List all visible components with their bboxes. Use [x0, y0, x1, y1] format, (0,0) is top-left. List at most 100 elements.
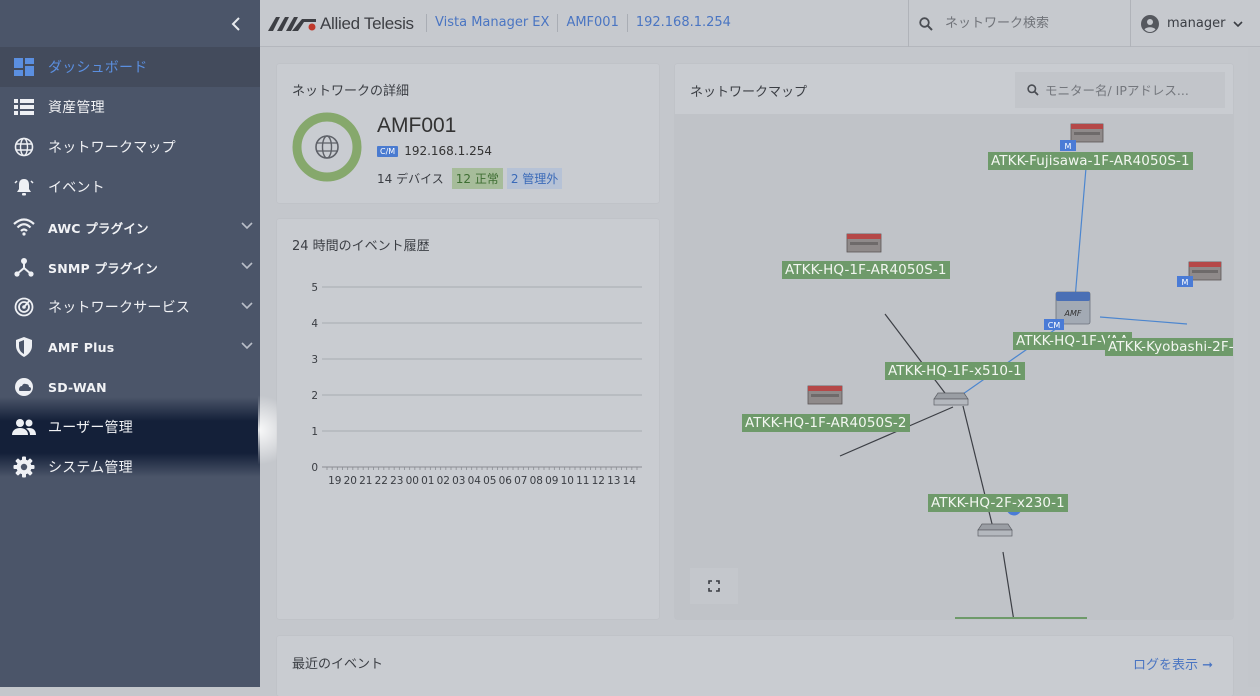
map-node-hq-vaa[interactable]: ATKK-HQ-1F-VAA	[1013, 332, 1132, 350]
sidebar-item-label: SD-WAN	[48, 379, 107, 395]
sidebar-item-dashboard[interactable]: ダッシュボード	[0, 47, 260, 87]
x-tick-label: 02	[437, 475, 450, 487]
sidebar-item-awc-plugin[interactable]: AWC プラグイン	[0, 207, 260, 247]
monitor-search	[1015, 72, 1225, 108]
sidebar-item-label: SNMP プラグイン	[48, 260, 158, 276]
router-icon	[1188, 261, 1222, 281]
radar-icon	[12, 295, 36, 319]
breadcrumb-amf[interactable]: AMF001	[557, 14, 626, 32]
y-tick-label: 0	[311, 462, 318, 474]
collapse-sidebar-button[interactable]	[226, 16, 246, 40]
x-tick-label: 03	[452, 475, 465, 487]
brand-logo[interactable]: Allied Telesis	[268, 11, 414, 37]
x-tick-label: 00	[406, 475, 419, 487]
map-node-hq-ar4050s-1[interactable]: ATKK-HQ-1F-AR4050S-1	[782, 261, 950, 279]
x-tick-label: 06	[499, 475, 513, 487]
x-tick-label: 13	[607, 475, 620, 487]
cloud-icon	[12, 375, 36, 399]
x-tick-label: 14	[623, 475, 637, 487]
breadcrumb-vista-manager[interactable]: Vista Manager EX	[426, 14, 557, 32]
x-tick-label: 04	[468, 475, 482, 487]
sidebar-item-user-management[interactable]: ユーザー管理	[0, 407, 260, 447]
x-tick-label: 01	[421, 475, 434, 487]
list-icon	[12, 95, 36, 119]
network-detail-card: ネットワークの詳細 AMF001 C/M 192.168.1.254 14 デバ…	[277, 64, 659, 203]
fullscreen-button[interactable]	[690, 568, 738, 604]
map-node-fujisawa[interactable]: ATKK-Fujisawa-1F-AR4050S-1	[988, 152, 1193, 170]
x-tick-label: 20	[344, 475, 357, 487]
gear-icon	[12, 455, 36, 479]
monitor-search-input[interactable]	[1045, 82, 1225, 98]
map-node-hq-x230-1[interactable]: ATKK-HQ-2F-x230-1	[928, 494, 1068, 512]
fullscreen-icon	[708, 580, 720, 592]
view-log-link[interactable]: ログを表示 ➞	[1132, 658, 1213, 673]
sidebar: ダッシュボード 資産管理 ネットワークマップ イベント AWC プラグイン SN…	[0, 0, 260, 687]
network-ip-row: C/M 192.168.1.254	[377, 144, 492, 158]
router-icon	[807, 385, 843, 405]
sidebar-item-amf-plus[interactable]: AMF Plus	[0, 327, 260, 367]
device-summary: 14 デバイス 12 正常 2 管理外	[377, 168, 563, 189]
dashboard-icon	[12, 55, 36, 79]
svg-text:M: M	[1182, 278, 1189, 287]
x-tick-label: 22	[375, 475, 388, 487]
m-tag: M	[1177, 276, 1193, 287]
x-tick-label: 11	[576, 475, 589, 487]
sidebar-item-label: イベント	[48, 180, 105, 196]
globe-icon	[315, 135, 339, 159]
map-node-hq-ar4050s-2[interactable]: ATKK-HQ-1F-AR4050S-2	[742, 414, 910, 432]
y-tick-label: 1	[311, 426, 318, 438]
sidebar-item-snmp-plugin[interactable]: SNMP プラグイン	[0, 247, 260, 287]
network-icon	[12, 255, 36, 279]
sidebar-item-assets[interactable]: 資産管理	[0, 87, 260, 127]
sidebar-item-label: システム管理	[48, 460, 133, 476]
vaa-logo-text: AMF	[1064, 309, 1082, 318]
svg-text:CM: CM	[1048, 321, 1061, 330]
sidebar-item-network-map[interactable]: ネットワークマップ	[0, 127, 260, 167]
router-icon	[846, 233, 882, 253]
sidebar-item-events[interactable]: イベント	[0, 167, 260, 207]
breadcrumb-ip[interactable]: 192.168.1.254	[626, 14, 739, 32]
bell-icon	[12, 175, 36, 199]
cm-badge: C/M	[377, 145, 399, 157]
sidebar-item-network-services[interactable]: ネットワークサービス	[0, 287, 260, 327]
map-node-hq-x510-1[interactable]: ATKK-HQ-1F-x510-1	[885, 362, 1025, 380]
allied-telesis-logo-icon	[268, 17, 316, 31]
network-ip: 192.168.1.254	[404, 144, 492, 158]
router-icon	[1070, 123, 1104, 143]
sidebar-item-label: ユーザー管理	[48, 420, 133, 436]
event-history-title: 24 時間のイベント履歴	[292, 239, 430, 254]
sidebar-item-label: AWC プラグイン	[48, 220, 149, 236]
sidebar-item-system-management[interactable]: システム管理	[0, 447, 260, 487]
network-name[interactable]: AMF001	[377, 114, 457, 137]
map-node-kyobashi[interactable]: ATKK-Kyobashi-2F-/	[1105, 338, 1233, 356]
network-status-ring	[292, 112, 362, 182]
y-tick-label: 5	[311, 282, 318, 294]
cm-tag: CM	[1044, 319, 1064, 330]
device-count: 14 デバイス	[377, 172, 444, 186]
network-map-links: AMF 1 M CM	[807, 123, 1222, 619]
sidebar-highlight	[0, 397, 260, 477]
x-tick-label: 08	[530, 475, 543, 487]
users-icon	[12, 415, 36, 439]
map-node-label-partial	[955, 617, 1087, 619]
svg-text:M: M	[1065, 142, 1072, 151]
sidebar-item-label: 資産管理	[48, 100, 105, 116]
x-tick-label: 23	[390, 475, 403, 487]
x-tick-label: 12	[592, 475, 605, 487]
sidebar-item-label: ネットワークマップ	[48, 140, 176, 156]
sidebar-item-sd-wan[interactable]: SD-WAN	[0, 367, 260, 407]
chevron-down-icon	[241, 262, 253, 270]
unmanaged-badge[interactable]: 2 管理外	[506, 168, 563, 189]
network-detail-title: ネットワークの詳細	[292, 84, 410, 99]
y-tick-label: 4	[311, 318, 318, 330]
network-search-input[interactable]	[945, 16, 1115, 31]
chevron-down-icon	[241, 222, 253, 230]
y-tick-label: 3	[311, 354, 318, 366]
normal-badge[interactable]: 12 正常	[451, 168, 503, 189]
page-scrollbar[interactable]	[1248, 48, 1260, 687]
top-bar: Allied Telesis Vista Manager EX AMF001 1…	[260, 0, 1260, 47]
user-menu[interactable]: manager	[1130, 0, 1255, 47]
network-map-canvas[interactable]: AMF 1 M CM	[675, 114, 1233, 619]
